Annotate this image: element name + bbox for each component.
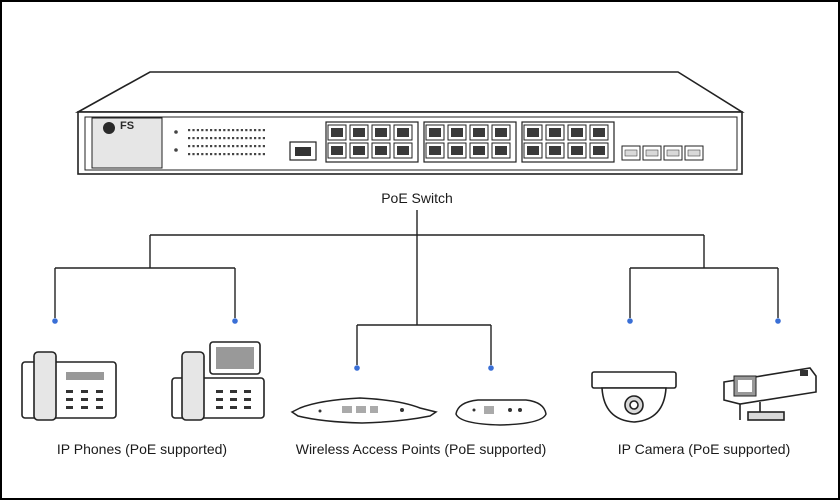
led-dot <box>227 145 230 148</box>
led-dot <box>236 153 239 156</box>
connection-dots <box>52 318 781 371</box>
access-point-1-icon <box>290 397 438 424</box>
led-dot <box>258 145 261 148</box>
poe-switch <box>74 71 745 175</box>
led-dot <box>258 129 261 132</box>
led-dot <box>196 137 199 140</box>
led-dot <box>205 137 208 140</box>
access-point-2-icon <box>455 399 547 426</box>
switch-top-face <box>74 71 745 113</box>
led-dot <box>223 129 226 132</box>
led-dot <box>196 145 199 148</box>
led-dot <box>192 145 195 148</box>
led-dot <box>245 137 248 140</box>
led-dot <box>262 137 265 140</box>
led-dot <box>188 145 191 148</box>
led-dot <box>223 153 226 156</box>
led-dot <box>218 129 221 132</box>
led-dot <box>227 137 230 140</box>
led-dot <box>188 137 191 140</box>
led-dot <box>218 137 221 140</box>
led-dot <box>249 129 252 132</box>
led-dot <box>254 145 257 148</box>
rj45-ports <box>325 121 615 163</box>
led-dot <box>249 137 252 140</box>
led-dot <box>192 129 195 132</box>
led-dot <box>245 153 248 156</box>
led-dot <box>240 137 243 140</box>
led-dot <box>214 129 217 132</box>
led-dot <box>205 153 208 156</box>
led-dot <box>232 153 235 156</box>
poe-switch-label: PoE Switch <box>381 190 453 206</box>
led-dot <box>188 129 191 132</box>
led-dot <box>227 129 230 132</box>
access-points-label: Wireless Access Points (PoE supported) <box>295 441 547 457</box>
led-dot <box>214 145 217 148</box>
dot-camera-2 <box>775 318 781 324</box>
sfp-ports <box>621 145 704 161</box>
led-dot <box>240 145 243 148</box>
led-dot <box>192 137 195 140</box>
dot-ap-2 <box>488 365 494 371</box>
led-dot <box>245 129 248 132</box>
led-dot <box>223 137 226 140</box>
ip-phone-2-icon <box>171 341 265 421</box>
bullet-camera-icon <box>723 367 817 421</box>
ip-phone-1-icon <box>21 351 117 421</box>
dot-camera-1 <box>627 318 633 324</box>
led-dot <box>196 129 199 132</box>
led-dot <box>232 129 235 132</box>
led-dot <box>201 129 204 132</box>
led-dot <box>262 145 265 148</box>
led-dot <box>201 145 204 148</box>
led-dot <box>210 145 213 148</box>
led-dot <box>240 129 243 132</box>
led-dot <box>192 153 195 156</box>
led-dot <box>205 145 208 148</box>
led-dot <box>227 153 230 156</box>
led-dot <box>258 153 261 156</box>
dot-phone-1 <box>52 318 58 324</box>
ip-phones-label: IP Phones (PoE supported) <box>56 441 228 457</box>
led-dot <box>201 153 204 156</box>
led-dot <box>210 129 213 132</box>
led-dot <box>218 153 221 156</box>
led-dot <box>188 153 191 156</box>
led-dot <box>214 153 217 156</box>
dot-phone-2 <box>232 318 238 324</box>
led-dot <box>236 145 239 148</box>
dome-camera-icon <box>591 371 677 423</box>
led-dot <box>249 145 252 148</box>
led-dot <box>210 153 213 156</box>
led-dot <box>249 153 252 156</box>
led-dot <box>262 129 265 132</box>
led-dot <box>223 145 226 148</box>
led-dot <box>254 129 257 132</box>
led-dot <box>232 145 235 148</box>
led-dot <box>218 145 221 148</box>
led-dot <box>214 137 217 140</box>
brand-logo-text: FS <box>120 120 135 132</box>
led-dot <box>210 137 213 140</box>
led-dot <box>205 129 208 132</box>
led-dot <box>201 137 204 140</box>
ip-camera-label: IP Camera (PoE supported) <box>617 441 791 457</box>
led-dot <box>258 137 261 140</box>
fs-logo-icon <box>103 122 115 134</box>
dot-ap-1 <box>354 365 360 371</box>
led-dot <box>240 153 243 156</box>
led-dot <box>254 137 257 140</box>
connection-lines <box>54 210 779 365</box>
led-dot <box>262 153 265 156</box>
led-dot <box>236 129 239 132</box>
led-dot <box>245 145 248 148</box>
led-dot <box>196 153 199 156</box>
led-dot <box>232 137 235 140</box>
led-dot <box>236 137 239 140</box>
led-grid <box>188 129 265 156</box>
led-dot <box>254 153 257 156</box>
